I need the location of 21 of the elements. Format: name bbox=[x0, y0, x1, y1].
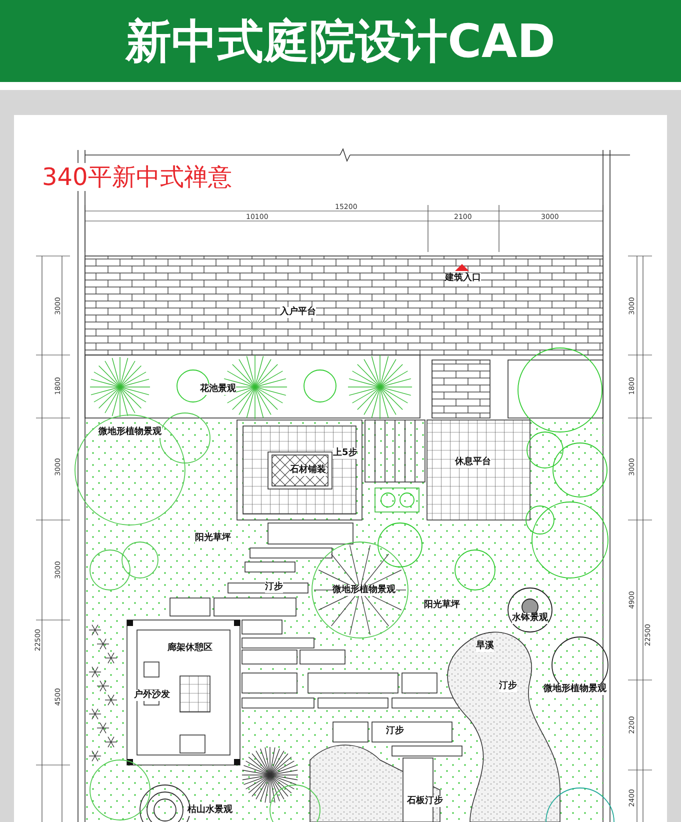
area-label: 上5步 bbox=[333, 448, 358, 458]
title-banner: 新中式庭院设计CAD bbox=[0, 0, 681, 82]
area-label: 微地形植物景观 bbox=[332, 584, 396, 596]
area-label: 阳光草坪 bbox=[424, 600, 460, 610]
area-label: 旱溪 bbox=[476, 640, 494, 652]
area-label: 枯山水景观 bbox=[188, 804, 232, 816]
area-label: 户外沙发 bbox=[134, 690, 170, 700]
area-label: 花池景观 bbox=[200, 384, 236, 394]
area-label: 建筑入口 bbox=[445, 272, 481, 284]
area-label: 石材铺装 bbox=[290, 464, 326, 476]
area-label: 入户平台 bbox=[280, 306, 316, 318]
area-label: 休息平台 bbox=[455, 456, 491, 468]
area-label: 阳光草坪 bbox=[195, 532, 231, 544]
area-label: 汀步 bbox=[386, 726, 404, 736]
area-label: 石板汀步 bbox=[407, 796, 443, 806]
area-label: 汀步 bbox=[499, 680, 517, 692]
area-label: 水钵景观 bbox=[512, 612, 548, 624]
area-label: 微地形植物景观 bbox=[544, 684, 606, 694]
area-label: 微地形植物景观 bbox=[98, 426, 162, 438]
area-label: 汀步 bbox=[265, 582, 283, 592]
area-label: 廊架休憩区 bbox=[168, 642, 212, 654]
